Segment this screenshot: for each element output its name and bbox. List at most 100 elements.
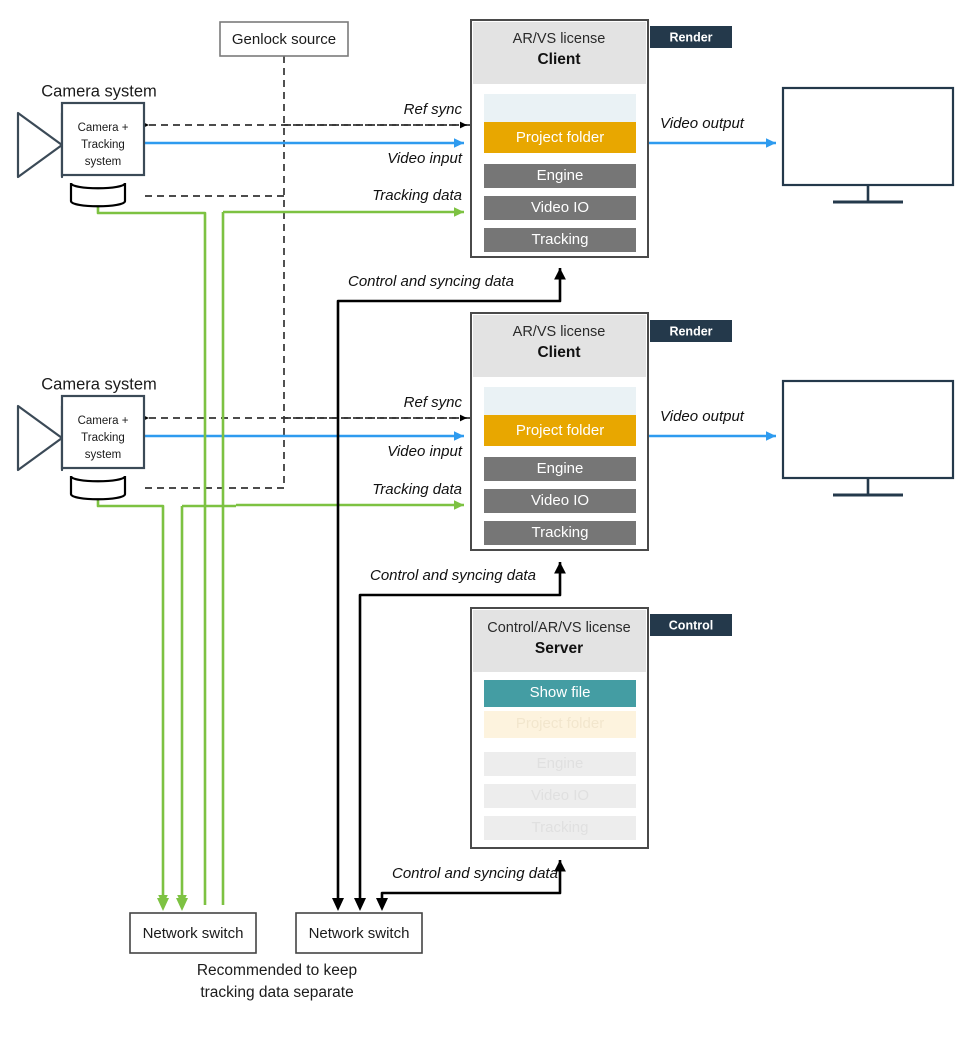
camera-system-1[interactable]: Camera system Camera + Tracking system: [16, 82, 157, 208]
monitor-2-screen: [781, 379, 955, 480]
camera-system-2[interactable]: Camera system Camera + Tracking system: [16, 375, 157, 501]
server-row-2[interactable]: [484, 752, 636, 776]
server-badge[interactable]: Control: [650, 614, 732, 636]
arrowhead-switch-3: [376, 898, 388, 911]
server-block[interactable]: Control/AR/VS license Server Show file P…: [470, 607, 649, 849]
ref-sync-lines: [141, 121, 468, 422]
label-tracking-data-2: Tracking data: [372, 481, 462, 498]
client-2-row-2-label: Engine: [537, 460, 584, 477]
client-1-row-1[interactable]: [484, 122, 636, 153]
server-row-1-label: Project folder: [516, 715, 604, 732]
control-sync-switch-arrowheads: [332, 898, 388, 911]
footnote: Recommended to keep tracking data separa…: [197, 962, 357, 1001]
client-2-license: AR/VS license: [513, 324, 606, 340]
label-video-output-2: Video output: [660, 408, 745, 425]
footnote-line-1: Recommended to keep: [197, 962, 357, 979]
client-1-row-2[interactable]: [484, 164, 636, 188]
network-switch-1-label: Network switch: [143, 925, 244, 942]
camera-body-1-line3: system: [85, 156, 121, 168]
tracking-switch-arrowheads: [157, 898, 188, 911]
client-1-row-4-label: Tracking: [532, 231, 589, 248]
client-1-block[interactable]: AR/VS license Client Project folder Engi…: [470, 19, 649, 258]
network-switch-2-label: Network switch: [309, 925, 410, 942]
client-2-row-2[interactable]: [484, 457, 636, 481]
network-switch-1-rect: [129, 912, 257, 954]
server-row-3-label: Video IO: [531, 787, 589, 804]
network-switch-1[interactable]: Network switch: [129, 912, 257, 954]
client-2-row-1[interactable]: [484, 415, 636, 446]
camera-body-2-line1: Camera +: [78, 415, 129, 427]
server-row-1[interactable]: [484, 711, 636, 738]
genlock-source-box[interactable]: Genlock source: [219, 21, 349, 57]
camera-system-2-title: Camera system: [41, 375, 157, 393]
camera-body-2-line2: Tracking: [81, 432, 125, 444]
arrowhead-switch-1: [332, 898, 344, 911]
server-role: Server: [535, 640, 583, 657]
client-2-role: Client: [537, 344, 580, 361]
client-2-row-0[interactable]: [484, 387, 636, 420]
label-control-sync-1: Control and syncing data: [348, 273, 514, 290]
client-2-header-bg: [473, 315, 646, 377]
label-video-input-1: Video input: [387, 150, 463, 167]
client-1-row-3-label: Video IO: [531, 199, 589, 216]
camera-body-2-line3: system: [85, 449, 121, 461]
cam2-tracker-to-switch: [96, 499, 168, 905]
client-1-row-3[interactable]: [484, 196, 636, 220]
client-1-row-0[interactable]: [484, 94, 636, 127]
server-row-3[interactable]: [484, 784, 636, 808]
label-video-input-2: Video input: [387, 443, 463, 460]
control-sync-arrow-client2: [358, 562, 566, 905]
client-2-row-3[interactable]: [484, 489, 636, 513]
camera-system-1-title: Camera system: [41, 82, 157, 100]
client-2-badge-rect: [650, 320, 732, 342]
green-arrowhead-1: [157, 898, 169, 911]
server-badge-rect: [650, 614, 732, 636]
monitor-2[interactable]: [781, 379, 955, 497]
camera-body-1-line2: Tracking: [81, 139, 125, 151]
label-control-sync-3: Control and syncing data: [392, 865, 558, 882]
client-1-role: Client: [537, 51, 580, 68]
label-video-output-1: Video output: [660, 115, 745, 132]
server-row-2-label: Engine: [537, 755, 584, 772]
client-1-badge-rect: [650, 26, 732, 48]
client-2-row-3-label: Video IO: [531, 492, 589, 509]
client-1-header-bg: [473, 22, 646, 84]
camera-body-1-line1: Camera +: [78, 122, 129, 134]
network-switch-2[interactable]: Network switch: [295, 912, 423, 954]
server-row-4[interactable]: [484, 816, 636, 840]
footnote-line-2: tracking data separate: [200, 984, 353, 1001]
camera-lens-icon-1: [16, 111, 64, 179]
client-1-row-2-label: Engine: [537, 167, 584, 184]
server-row-0-label: Show file: [530, 684, 591, 701]
cam1-tracker-to-switch-b: [205, 213, 223, 905]
client-1-row-1-label: Project folder: [516, 129, 604, 146]
label-ref-sync-2: Ref sync: [404, 394, 463, 411]
video-output-lines: [648, 138, 776, 441]
client-1-row-4[interactable]: [484, 228, 636, 252]
monitor-1-screen: [781, 86, 955, 187]
client-2-row-4[interactable]: [484, 521, 636, 545]
client-2-block[interactable]: AR/VS license Client Project folder Engi…: [470, 312, 649, 551]
label-control-sync-2: Control and syncing data: [370, 567, 536, 584]
label-ref-sync-1: Ref sync: [404, 101, 463, 118]
label-tracking-data-1: Tracking data: [372, 187, 462, 204]
server-row-4-label: Tracking: [532, 819, 589, 836]
control-sync-arrow-client1: [336, 268, 566, 905]
tracking-sensor-icon-1: [69, 181, 127, 208]
client-1-badge-label: Render: [669, 30, 712, 44]
client-2-row-4-label: Tracking: [532, 524, 589, 541]
tracking-sensor-icon-2: [69, 474, 127, 501]
tracking-data-lines: [96, 207, 464, 905]
client-2-badge[interactable]: Render: [650, 320, 732, 342]
monitor-1[interactable]: [781, 86, 955, 204]
genlock-source-label: Genlock source: [232, 31, 336, 48]
arrowhead-switch-2: [354, 898, 366, 911]
video-input-lines: [144, 138, 464, 441]
cam1-tracker-to-switch: [96, 207, 207, 905]
server-header-bg: [473, 610, 646, 672]
server-row-0[interactable]: [484, 680, 636, 707]
client-1-badge[interactable]: Render: [650, 26, 732, 48]
client-1-license: AR/VS license: [513, 31, 606, 47]
network-switch-2-rect: [295, 912, 423, 954]
